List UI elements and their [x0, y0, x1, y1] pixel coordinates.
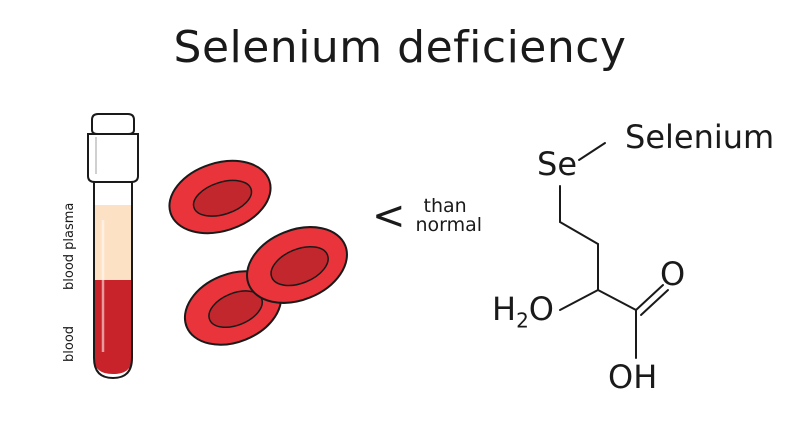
atom-h-subscript: 2 — [516, 308, 529, 333]
bond-c4-o-double-a — [635, 284, 664, 311]
less-than-symbol: < — [372, 193, 406, 239]
atom-selenium: Se — [537, 145, 577, 183]
atom-h: H — [492, 290, 517, 328]
tube-cap — [87, 133, 139, 183]
test-tube-icon — [87, 113, 139, 380]
comparison-text: than normal — [416, 197, 483, 235]
comparison-line-2: normal — [415, 214, 483, 236]
blood-layer — [94, 280, 132, 374]
red-blood-cell-icon — [168, 159, 272, 235]
atom-o-hydroxyl: O — [528, 290, 554, 328]
blood-label: blood — [62, 325, 77, 362]
bond-c3-c4 — [597, 289, 637, 311]
page-title: Selenium deficiency — [173, 22, 627, 73]
comparison-note: < than normal — [372, 196, 482, 236]
tube-outline — [93, 178, 133, 380]
bond-c4-o-double-b — [640, 289, 669, 316]
selenium-pointer-line — [578, 142, 606, 161]
bond-c3-oh — [559, 289, 599, 311]
red-blood-cell-icon — [246, 226, 348, 304]
selenium-label: Selenium — [625, 118, 775, 156]
bond-c1-c2 — [559, 221, 599, 245]
comparison-line-1: than — [423, 195, 467, 217]
atom-o-carbonyl: O — [660, 255, 686, 293]
atom-oh: OH — [608, 358, 658, 396]
atom-h2o: H2O — [492, 293, 554, 336]
tube-cap-rim — [91, 113, 135, 135]
molecule-bonds — [559, 142, 669, 359]
blood-plasma-label: blood plasma — [62, 202, 77, 290]
plasma-layer — [94, 205, 132, 283]
